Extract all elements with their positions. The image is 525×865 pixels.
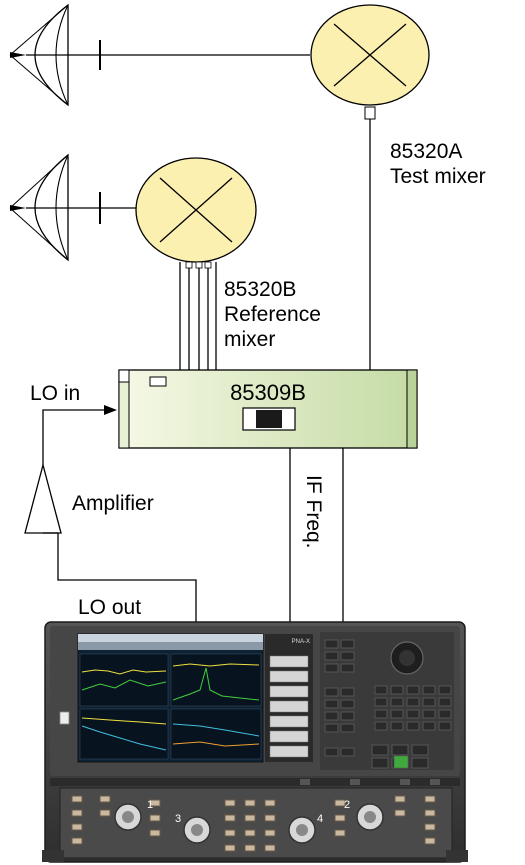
reference-antenna bbox=[10, 155, 140, 260]
reference-mixer-cables bbox=[180, 262, 216, 370]
if-freq-label: IF Freq. bbox=[302, 475, 325, 549]
reference-mixer-model-label: 85320B bbox=[224, 278, 296, 301]
network-analyzer: PNA-X bbox=[42, 622, 468, 862]
amplifier-label: Amplifier bbox=[72, 492, 154, 515]
port-label-3: 3 bbox=[175, 813, 181, 825]
power-button bbox=[60, 712, 69, 724]
port-label-4: 4 bbox=[317, 813, 323, 825]
test-mixer-model-label: 85320A bbox=[390, 140, 462, 163]
lo-out-label: LO out bbox=[78, 596, 141, 619]
reference-mixer-name-label-1: Reference bbox=[224, 303, 321, 326]
amplifier-symbol bbox=[25, 465, 61, 533]
if-box-model-label: 85309B bbox=[230, 380, 306, 405]
port-label-2: 2 bbox=[344, 799, 350, 811]
reference-mixer-name-label-2: mixer bbox=[224, 328, 275, 351]
test-mixer bbox=[311, 5, 429, 119]
analyzer-brand: PNA-X bbox=[292, 639, 310, 645]
reference-mixer bbox=[136, 158, 256, 268]
lo-in-arrow bbox=[104, 405, 117, 415]
port-label-1: 1 bbox=[147, 799, 153, 811]
lo-in-label: LO in bbox=[30, 382, 80, 405]
test-antenna bbox=[10, 5, 100, 105]
test-mixer-name-label: Test mixer bbox=[390, 165, 486, 188]
